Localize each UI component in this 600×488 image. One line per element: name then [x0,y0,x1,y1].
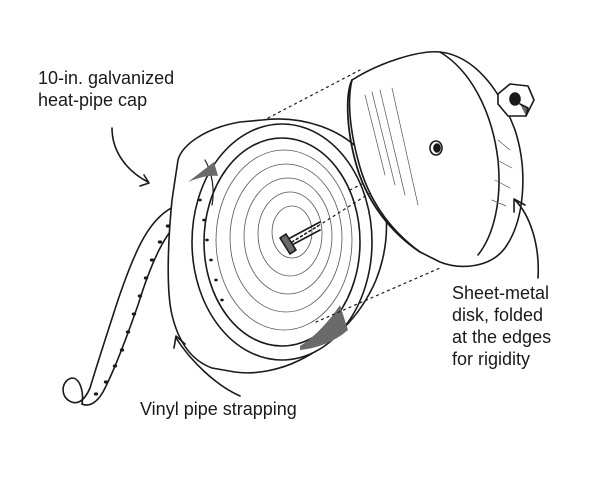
vinyl-strap [62,204,196,406]
strap-label: Vinyl pipe strapping [140,398,297,420]
cap-label-line-1: 10-in. galvanized [38,68,175,88]
sheet-metal-disk [346,51,524,268]
strap-label-line-1: Vinyl pipe strapping [140,399,297,419]
callout-arrows [111,127,540,397]
hex-nut [497,83,535,117]
cap-label-line-2: heat-pipe cap [38,90,148,110]
cap-label: 10-in. galvanized heat-pipe cap [38,67,174,111]
bolt [279,221,321,255]
disk-label-line-3: at the edges [452,327,552,347]
disk-label: Sheet-metal disk, folded at the edges fo… [452,282,551,370]
disk-label-line-4: for rigidity [452,349,531,369]
disk-label-line-2: disk, folded [452,305,544,325]
disk-label-line-1: Sheet-metal [452,283,550,303]
